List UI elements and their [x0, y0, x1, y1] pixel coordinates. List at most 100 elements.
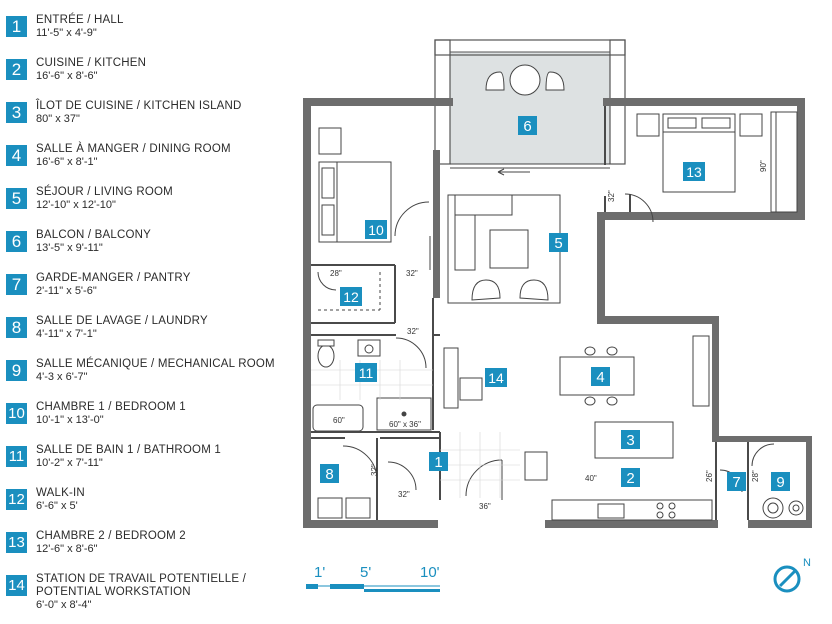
- dim-label: 90": [759, 160, 768, 172]
- dim-label: 26": [705, 470, 714, 482]
- room-tag-number: 14: [488, 370, 504, 386]
- exterior-walls: [303, 98, 812, 528]
- scale-label-1: 1': [314, 564, 325, 581]
- legend-text: STATION DE TRAVAIL POTENTIELLE / POTENTI…: [36, 573, 301, 612]
- legend-number: 10: [6, 403, 27, 424]
- legend-room-name: ÎLOT DE CUISINE / KITCHEN ISLAND: [36, 100, 242, 112]
- north-compass-icon: N: [773, 557, 811, 593]
- legend-room-name: ENTRÉE / HALL: [36, 14, 124, 26]
- balcony-sliding-door: [450, 163, 610, 176]
- legend-room-dimensions: 12'-10" x 12'-10": [36, 199, 116, 211]
- living-room-furniture: [447, 194, 561, 304]
- legend-room-dimensions: 16'-6" x 8'-6": [36, 70, 98, 82]
- legend-number: 7: [6, 274, 27, 295]
- north-label: N: [803, 557, 811, 569]
- dim-label: 60": [333, 416, 345, 425]
- room-tag-number: 4: [596, 369, 604, 386]
- legend-room-dimensions: 16'-6" x 8'-1": [36, 156, 98, 168]
- legend-room-dimensions: 80" x 37": [36, 113, 80, 125]
- balcony: [434, 39, 626, 165]
- legend-room-name: SALLE DE LAVAGE / LAUNDRY: [36, 315, 208, 327]
- room-tag-box: [683, 162, 705, 181]
- room-tag-box: [365, 220, 387, 239]
- legend-room-name: GARDE-MANGER / PANTRY: [36, 272, 191, 284]
- dining-furniture: [559, 335, 710, 407]
- room-tag-number: 13: [686, 164, 702, 180]
- room-tag-9: 9: [771, 472, 790, 491]
- legend-room-name: CHAMBRE 1 / BEDROOM 1: [36, 401, 186, 413]
- room-tag-12: 12: [340, 287, 362, 306]
- dim-label: 32": [406, 269, 418, 278]
- legend-number: 13: [6, 532, 27, 553]
- room-tag-box: [727, 472, 746, 491]
- bedroom2-furniture: [624, 111, 798, 223]
- walk-in-shelving: [317, 271, 381, 311]
- legend-number: 8: [6, 317, 27, 338]
- legend-number: 2: [6, 59, 27, 80]
- room-tag-number: 5: [554, 235, 562, 252]
- bathroom-fixtures: [312, 337, 432, 432]
- legend-room-dimensions: 12'-6" x 8'-6": [36, 543, 98, 555]
- room-tag-box: [485, 368, 507, 387]
- legend-number: 6: [6, 231, 27, 252]
- legend-room-dimensions: 10'-1" x 13'-0": [36, 414, 104, 426]
- room-tag-number: 10: [368, 222, 384, 238]
- entry-fixtures: [317, 445, 503, 519]
- legend-room-dimensions: 4'-11" x 7'-1": [36, 328, 97, 340]
- room-tag-box: [549, 233, 568, 252]
- room-tag-10: 10: [365, 220, 387, 239]
- dim-label: 36": [479, 502, 491, 511]
- room-tag-4: 4: [591, 367, 610, 386]
- legend-room-dimensions: 13'-5" x 9'-11": [36, 242, 103, 254]
- dim-label: 32": [370, 464, 379, 476]
- legend-room-name: SALLE MÉCANIQUE / MECHANICAL ROOM: [36, 358, 275, 370]
- room-tag-box: [518, 116, 537, 135]
- legend-room-name: WALK-IN: [36, 487, 85, 499]
- room-tag-number: 1: [434, 454, 442, 471]
- legend-room-name: SALLE À MANGER / DINING ROOM: [36, 143, 231, 155]
- room-tag-box: [340, 287, 362, 306]
- dim-label: 32": [407, 327, 419, 336]
- legend-room-dimensions: 6'-6" x 5': [36, 500, 78, 512]
- room-tag-6: 6: [518, 116, 537, 135]
- room-tag-number: 7: [732, 474, 740, 491]
- room-tag-number: 2: [626, 470, 634, 487]
- legend-room-name: BALCON / BALCONY: [36, 229, 152, 241]
- room-tag-box: [355, 363, 377, 382]
- room-tag-8: 8: [320, 464, 339, 483]
- dim-label: 32": [607, 190, 616, 202]
- legend-room-name: SÉJOUR / LIVING ROOM: [36, 186, 173, 198]
- dim-label: 40": [585, 474, 597, 483]
- legend-number: 9: [6, 360, 27, 381]
- room-tag-3: 3: [621, 430, 640, 449]
- dim-label: 28": [330, 269, 342, 278]
- entry-tile-grid: [440, 432, 520, 498]
- room-tag-1: 1: [429, 452, 448, 471]
- room-tag-13: 13: [683, 162, 705, 181]
- legend-room-dimensions: 4'-3 x 6'-7": [36, 371, 88, 383]
- workstation-furniture: [443, 347, 483, 409]
- legend-number: 3: [6, 102, 27, 123]
- dim-label: 32": [398, 490, 410, 499]
- room-tag-14: 14: [485, 368, 507, 387]
- room-tag-number: 3: [626, 432, 634, 449]
- room-tag-number: 8: [325, 466, 333, 483]
- legend-room-dimensions: 2'-11" x 5'-6": [36, 285, 97, 297]
- room-tag-number: 6: [523, 118, 531, 135]
- legend-number: 11: [6, 446, 27, 467]
- room-tag-7: 7: [727, 472, 746, 491]
- room-tag-number: 9: [776, 474, 784, 491]
- legend-number: 14: [6, 575, 27, 596]
- room-tag-box: [591, 367, 610, 386]
- dim-label: 60" x 36": [389, 420, 421, 429]
